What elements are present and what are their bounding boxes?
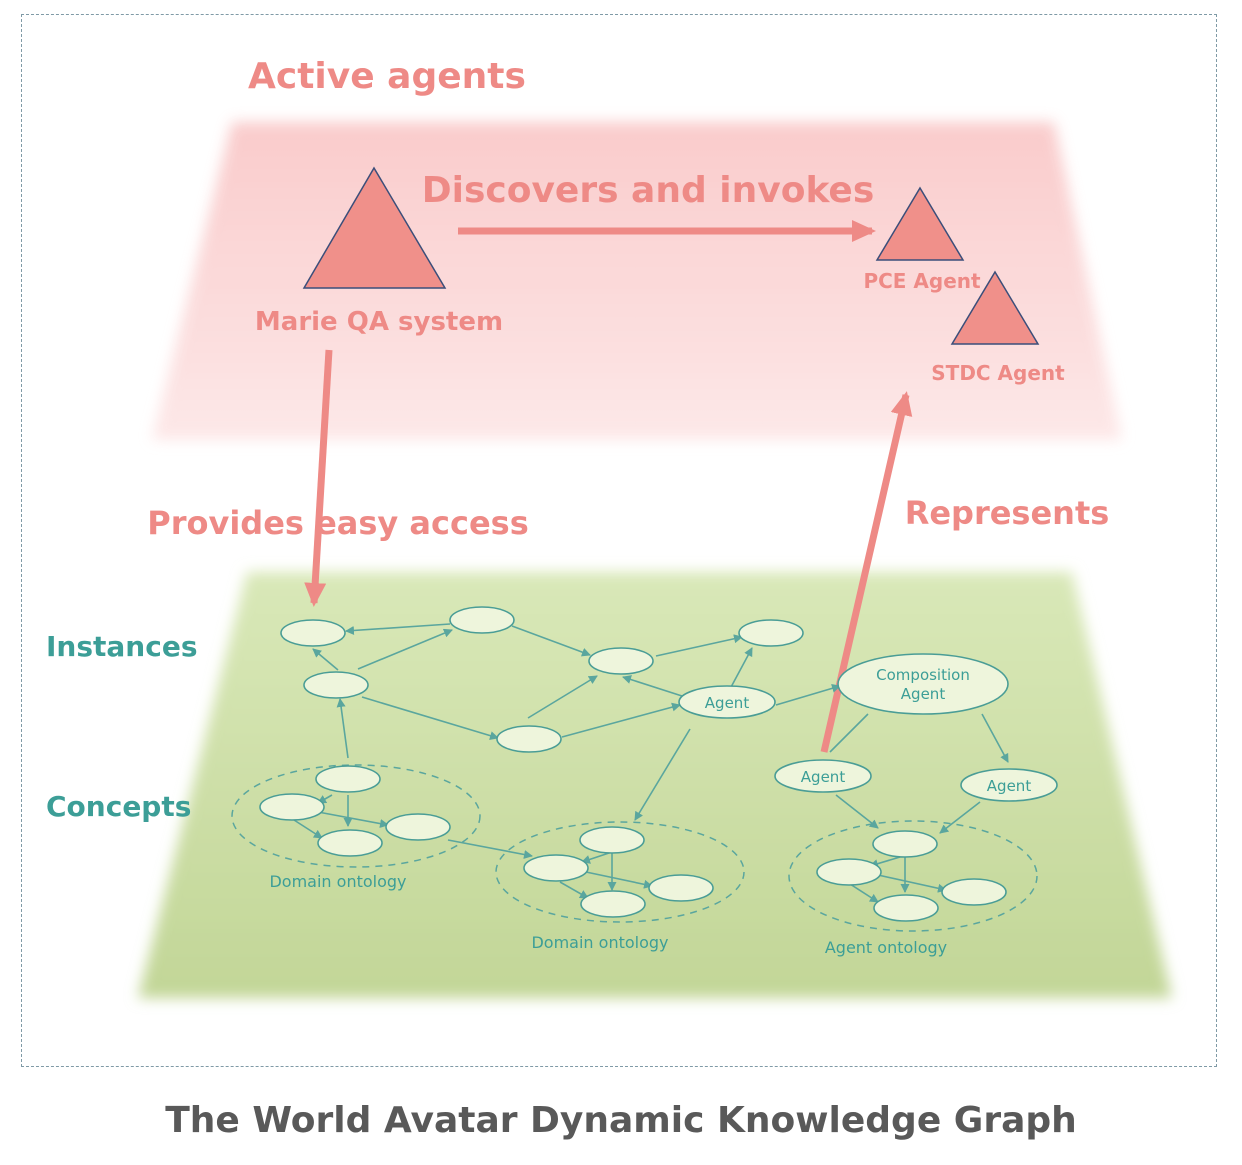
stdc-agent-label: STDC Agent — [931, 361, 1065, 385]
instance-node — [304, 672, 368, 698]
knowledge-graph-diagram: Active agents Marie QA system PCE Agent … — [0, 0, 1242, 1090]
marie-qa-label: Marie QA system — [255, 307, 503, 337]
instance-node — [497, 726, 561, 752]
concept-node — [580, 827, 644, 853]
composition-agent-label-line2: Agent — [901, 685, 946, 703]
provides-label: Provides easy access — [147, 504, 529, 542]
agent-node-center-label: Agent — [705, 694, 750, 712]
concept-node — [386, 814, 450, 840]
represents-label: Represents — [905, 494, 1110, 532]
concept-node — [318, 830, 382, 856]
agent-ontology-label: Agent ontology — [825, 938, 947, 957]
concept-node — [524, 855, 588, 881]
domain-ontology-2-label: Domain ontology — [531, 933, 668, 952]
active-agents-title: Active agents — [248, 56, 526, 97]
concept-node — [316, 766, 380, 792]
composition-agent-node — [838, 654, 1008, 714]
instance-node — [589, 648, 653, 674]
instance-node — [281, 620, 345, 646]
instance-node — [450, 607, 514, 633]
concepts-label: Concepts — [46, 790, 191, 823]
agent-node-left-label: Agent — [801, 768, 846, 786]
instance-node — [739, 620, 803, 646]
agent-node-right-label: Agent — [987, 777, 1032, 795]
discovers-label: Discovers and invokes — [422, 170, 875, 211]
instances-label: Instances — [46, 630, 197, 663]
concept-node — [649, 875, 713, 901]
composition-agent-label-line1: Composition — [876, 666, 970, 684]
concept-node — [260, 794, 324, 820]
domain-ontology-1-label: Domain ontology — [269, 872, 406, 891]
concept-node — [873, 831, 937, 857]
concept-node — [817, 859, 881, 885]
concept-node — [874, 895, 938, 921]
concept-node — [581, 891, 645, 917]
pce-agent-label: PCE Agent — [863, 269, 981, 293]
diagram-caption: The World Avatar Dynamic Knowledge Graph — [0, 1100, 1242, 1141]
concept-node — [942, 879, 1006, 905]
